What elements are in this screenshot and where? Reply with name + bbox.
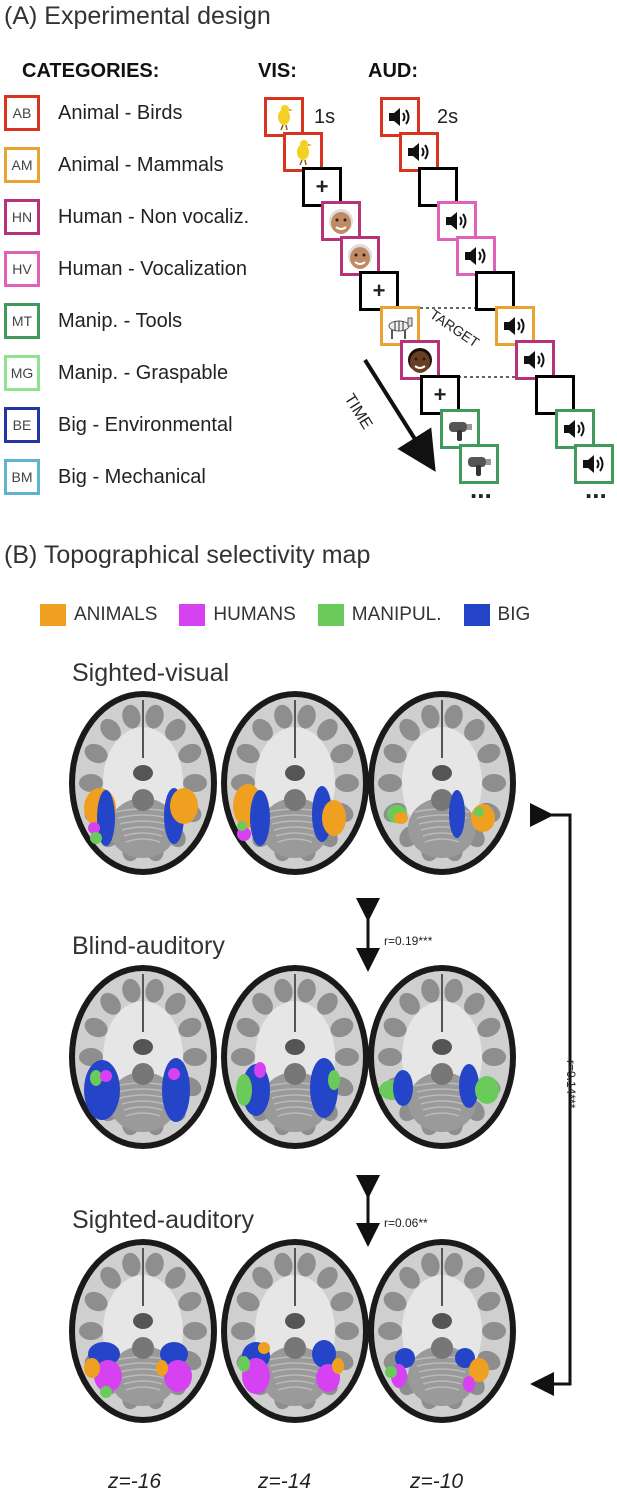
legend-label-manipul: MANIPUL. (351, 604, 442, 625)
arrow-sv-sa (530, 803, 572, 1396)
brain-slice-r3-c3 (368, 1239, 516, 1423)
speaker-icon (446, 212, 467, 230)
vis-stimulus-10 (440, 409, 480, 449)
aud-header: AUD: (368, 60, 418, 82)
vis-stimulus-8 (400, 340, 440, 380)
slice-label-1: z=-16 (108, 1470, 162, 1493)
vis-stimulus-1 (264, 97, 304, 137)
legend-label-big: BIG (497, 604, 531, 625)
speaker-icon (389, 108, 410, 126)
vis-header: VIS: (258, 60, 297, 82)
vis-stimulus-4 (321, 201, 361, 241)
aud-stimulus-5 (456, 236, 496, 276)
hairdryer-icon (468, 457, 491, 476)
speaker-icon (583, 455, 604, 473)
aud-stimulus-4 (437, 201, 477, 241)
speaker-icon (408, 143, 429, 161)
aud-stimulus-8 (515, 340, 555, 380)
corr-sv-sa: r=0.14*** (564, 1060, 578, 1109)
category-box-mt: MT (4, 303, 40, 339)
category-box-ab: AB (4, 95, 40, 131)
category-label-am: Animal - Mammals (58, 154, 224, 176)
category-label-be: Big - Environmental (58, 414, 233, 436)
speaker-icon (564, 420, 585, 438)
legend-label-animals: ANIMALS (74, 604, 158, 625)
face-icon (408, 348, 432, 373)
group-title-sighted-visual: Sighted-visual (72, 659, 230, 687)
fixation-cross-icon: + (315, 174, 329, 199)
hairdryer-icon (449, 422, 472, 441)
fixation-cross-icon: + (433, 382, 447, 407)
bird-icon (278, 105, 293, 131)
aud-stimulus-10 (555, 409, 595, 449)
vis-duration-label: 1s (314, 106, 336, 128)
category-label-mg: Manip. - Graspable (58, 362, 229, 384)
category-box-hn: HN (4, 199, 40, 235)
speaker-icon (504, 317, 525, 335)
category-box-be: BE (4, 407, 40, 443)
legend-swatch-humans (179, 604, 206, 626)
vis-stimulus-2 (283, 132, 323, 172)
legend-swatch-animals (40, 604, 66, 626)
brain-slice-r2-c3 (368, 965, 516, 1149)
speaker-icon (524, 351, 545, 369)
panel-b-title: (B) Topographical selectivity map (4, 541, 371, 569)
panel-a-title: (A) Experimental design (4, 2, 271, 30)
brain-slice-r2-c2 (221, 965, 369, 1149)
aud-stimulus-2 (399, 132, 439, 172)
legend-swatch-big (463, 604, 490, 626)
brain-slice-r1-c2 (221, 691, 369, 875)
category-label-hn: Human - Non vocaliz. (58, 206, 250, 228)
brain-slice-r1-c1 (69, 691, 217, 875)
brain-slice-r3-c2 (221, 1239, 369, 1423)
aud-stimulus-1 (380, 97, 420, 137)
slice-label-2: z=-14 (258, 1470, 312, 1493)
legend-swatch-manipul (317, 604, 344, 626)
legend-label-humans: HUMANS (213, 604, 296, 625)
stimulus-timeline (363, 307, 537, 472)
face-icon (329, 209, 353, 234)
vis-stimulus-11 (459, 444, 499, 484)
speaker-icon (465, 247, 486, 265)
vis-stimulus-5 (340, 236, 380, 276)
category-label-hv: Human - Vocalization (58, 258, 247, 280)
category-box-hv: HV (4, 251, 40, 287)
zebra-icon (388, 317, 413, 339)
vis-stimulus-6: + (359, 271, 399, 311)
face-icon (348, 244, 372, 269)
corr-ba-sa: r=0.06** (384, 1216, 428, 1230)
category-label-mt: Manip. - Tools (58, 310, 183, 332)
aud-duration-label: 2s (437, 106, 459, 128)
brain-slice-r2-c1 (69, 965, 217, 1149)
category-box-am: AM (4, 147, 40, 183)
category-box-bm: BM (4, 459, 40, 495)
category-box-mg: MG (4, 355, 40, 391)
group-title-blind-auditory: Blind-auditory (72, 932, 225, 960)
corr-sv-ba: r=0.19*** (384, 934, 433, 948)
correlation-arrows (356, 898, 380, 1247)
aud-stimulus-6 (475, 271, 515, 311)
categories-header: CATEGORIES: (22, 60, 160, 82)
brain-slice-r3-c1 (69, 1239, 217, 1423)
aud-stimulus-9 (535, 375, 575, 415)
time-arrow (363, 358, 436, 472)
category-label-bm: Big - Mechanical (58, 466, 206, 488)
brain-slice-r1-c3 (368, 691, 516, 875)
bird-icon (297, 140, 312, 166)
aud-stimulus-11 (574, 444, 614, 484)
slice-label-3: z=-10 (410, 1470, 464, 1493)
fixation-cross-icon: + (372, 278, 386, 303)
category-label-ab: Animal - Birds (58, 102, 183, 124)
map-legend: ANIMALS HUMANS MANIPUL. BIG (40, 604, 530, 626)
group-title-sighted-auditory: Sighted-auditory (72, 1206, 255, 1234)
